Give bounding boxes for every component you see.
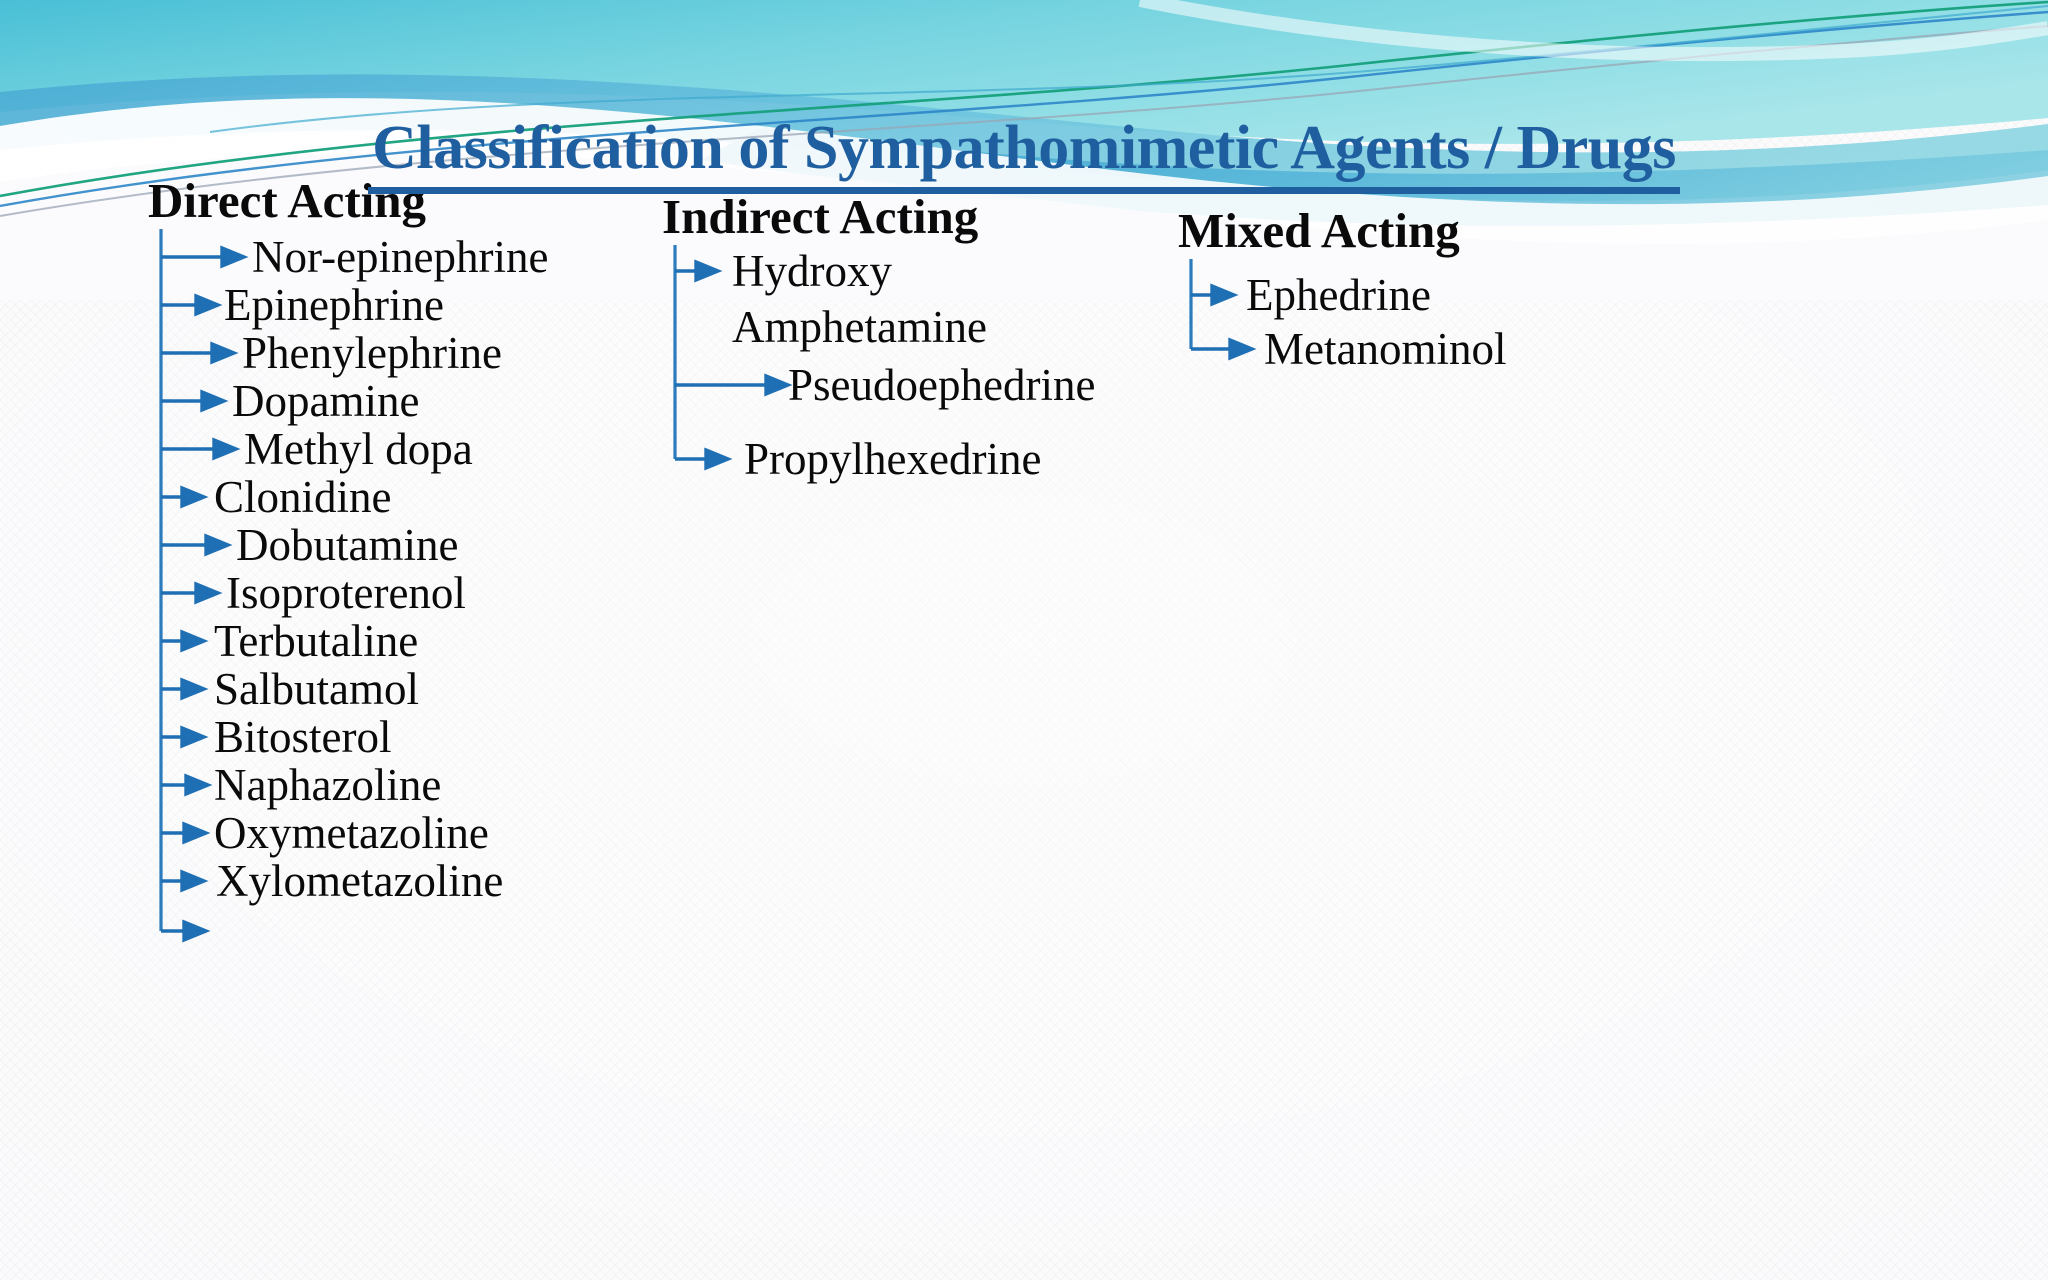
list-item: Ephedrine xyxy=(1246,270,1431,320)
column-direct-acting: Direct Acting xyxy=(148,176,618,985)
list-item: Amphetamine xyxy=(732,302,987,352)
list-item: Phenylephrine xyxy=(242,328,502,378)
page-title-container: Classification of Sympathomimetic Agents… xyxy=(0,74,2048,235)
list-item: Epinephrine xyxy=(224,280,444,330)
list-item: Metanominol xyxy=(1264,324,1507,374)
list-item: Isoproterenol xyxy=(226,568,466,618)
list-item: Dobutamine xyxy=(236,520,459,570)
list-item: Clonidine xyxy=(214,472,392,522)
list-item: Terbutaline xyxy=(214,616,419,666)
list-item: Xylometazoline xyxy=(216,856,504,906)
list-item: Naphazoline xyxy=(214,760,442,810)
tree-direct-acting: Nor-epinephrine Epinephrine Phenylephrin… xyxy=(148,225,618,985)
column-indirect-acting: Indirect Acting Hydroxy Amphetamine Pseu… xyxy=(662,192,1182,541)
list-item: Pseudoephedrine xyxy=(788,360,1096,410)
list-item: Bitosterol xyxy=(214,712,392,762)
tree-indirect-acting: Hydroxy Amphetamine Pseudoephedrine Prop… xyxy=(662,241,1182,541)
list-item: Nor-epinephrine xyxy=(252,232,549,282)
list-item: Methyl dopa xyxy=(244,424,473,474)
list-item: Hydroxy xyxy=(732,246,892,296)
column-mixed-acting: Mixed Acting Ephedrine Metanominol xyxy=(1178,206,1578,415)
list-item: Oxymetazoline xyxy=(214,808,489,858)
list-item: Salbutamol xyxy=(214,664,419,714)
page-title: Classification of Sympathomimetic Agents… xyxy=(368,115,1680,194)
list-item: Dopamine xyxy=(232,376,420,426)
list-item: Propylhexedrine xyxy=(744,434,1042,484)
tree-mixed-acting: Ephedrine Metanominol xyxy=(1178,255,1578,415)
